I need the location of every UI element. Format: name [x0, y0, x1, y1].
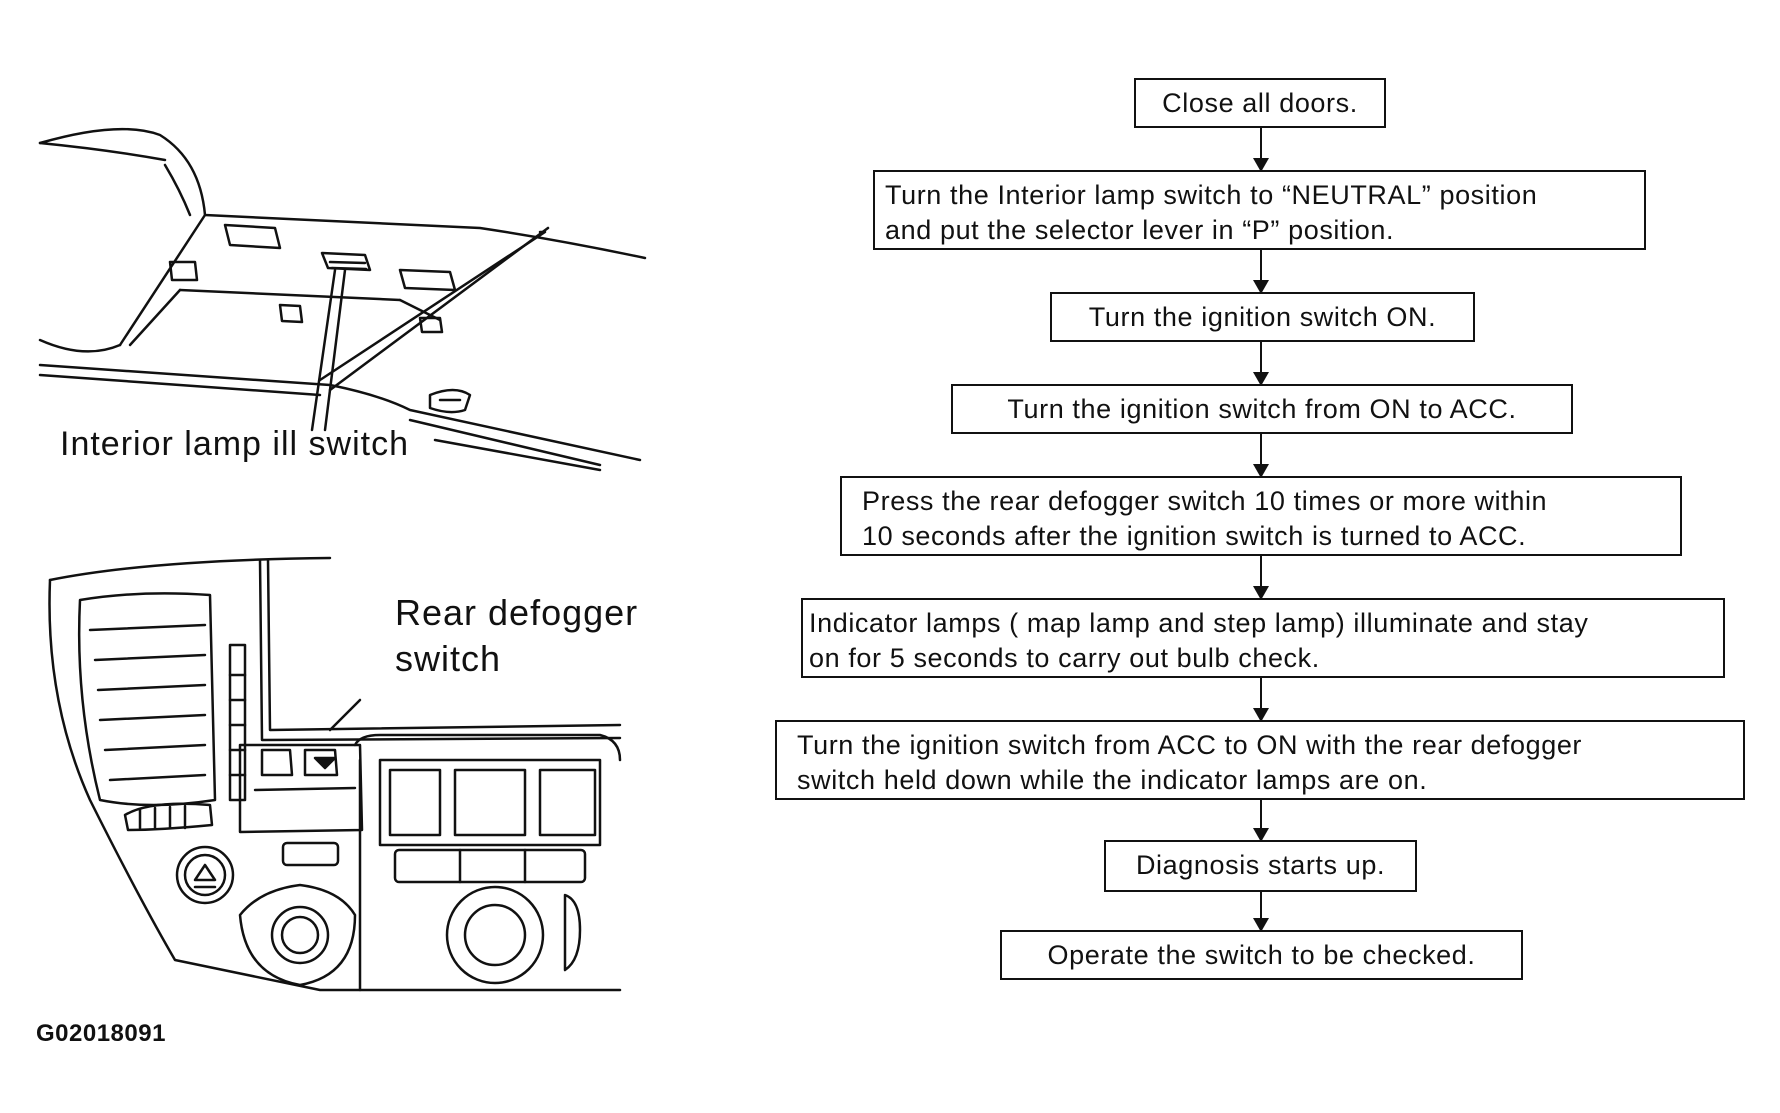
- flow-step-interior-lamp-neutral: Turn the Interior lamp switch to “NEUTRA…: [873, 170, 1646, 250]
- flow-arrow: [1253, 250, 1269, 294]
- flow-step-operate-switch: Operate the switch to be checked.: [1000, 930, 1523, 980]
- flow-step-ignition-on: Turn the ignition switch ON.: [1050, 292, 1475, 342]
- flow-arrow: [1253, 678, 1269, 722]
- flow-arrow: [1253, 342, 1269, 386]
- interior-lamp-switch-label: Interior lamp ill switch: [60, 425, 409, 463]
- flow-step-ignition-acc-to-on: Turn the ignition switch from ACC to ON …: [775, 720, 1745, 800]
- flow-step-indicator-lamps: Indicator lamps ( map lamp and step lamp…: [801, 598, 1725, 678]
- flow-step-close-doors: Close all doors.: [1134, 78, 1386, 128]
- vehicle-illustrations: [38, 127, 647, 992]
- flow-step-press-defogger: Press the rear defogger switch 10 times …: [840, 476, 1682, 556]
- flow-arrow: [1253, 800, 1269, 842]
- overhead-console-drawing: [38, 127, 647, 472]
- flow-arrow: [1253, 892, 1269, 932]
- figure-code: G02018091: [36, 1020, 166, 1047]
- flow-arrow: [1253, 556, 1269, 600]
- instrument-panel-drawing: [48, 556, 622, 992]
- rear-defogger-switch-label: Rear defogger switch: [395, 592, 639, 679]
- flow-step-ignition-on-to-acc: Turn the ignition switch from ON to ACC.: [951, 384, 1573, 434]
- flow-arrow: [1253, 128, 1269, 172]
- flow-arrow: [1253, 434, 1269, 478]
- flow-step-diagnosis-starts: Diagnosis starts up.: [1104, 840, 1417, 892]
